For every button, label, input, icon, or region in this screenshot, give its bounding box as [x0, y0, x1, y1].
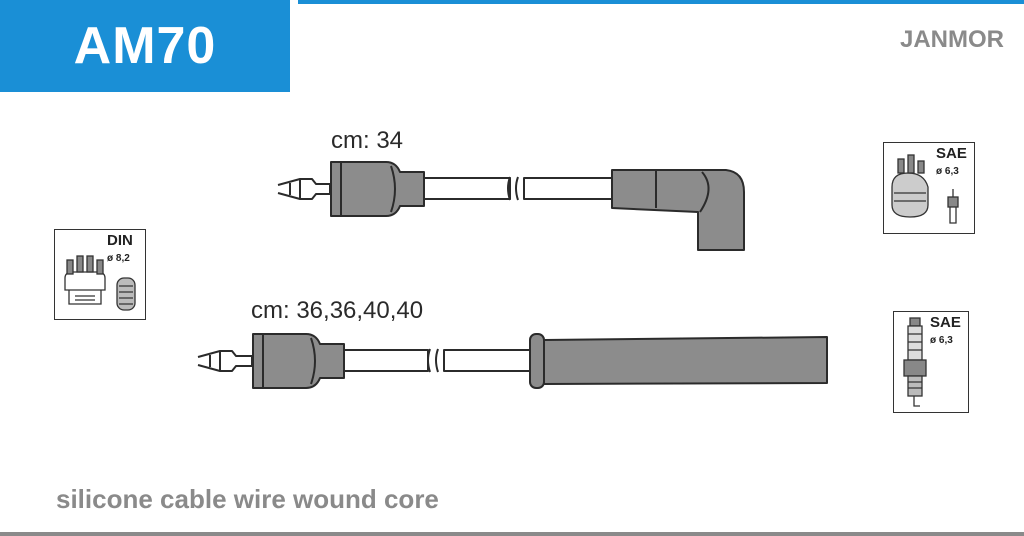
coil-diameter-label: ø 6,3 — [936, 166, 959, 177]
brand-name: JANMOR — [899, 26, 1004, 53]
product-code-banner: AM70 — [0, 0, 290, 92]
coil-standard-label: SAE — [936, 145, 967, 162]
cable-1-length-label: cm: 34 — [331, 127, 404, 154]
cable-2 — [197, 333, 828, 389]
spark-plug-icon — [903, 317, 927, 407]
cable-1-wire — [423, 177, 511, 200]
din-diameter-label: ø 8,2 — [107, 253, 130, 264]
sae-coil-badge: SAE ø 6,3 — [883, 142, 975, 234]
cable-1-boot-right — [611, 169, 745, 251]
distributor-cap-icon — [64, 255, 136, 311]
cable-2-boot-right-collar — [529, 333, 545, 389]
cable-2-boot-right — [543, 336, 828, 385]
cable-1-terminal — [277, 178, 331, 200]
din-standard-label: DIN — [107, 232, 133, 249]
cable-1-boot-left — [330, 161, 342, 217]
cable-2-boot-left — [252, 333, 264, 389]
plug-standard-label: SAE — [930, 314, 961, 331]
top-rule — [298, 0, 1024, 4]
ignition-coil-icon — [891, 154, 959, 224]
cable-2-wire — [343, 349, 429, 372]
sae-spark-plug-badge: SAE ø 6,3 — [893, 311, 969, 413]
cable-1 — [277, 161, 745, 251]
bottom-rule — [0, 532, 1024, 536]
cable-2-length-label: cm: 36,36,40,40 — [251, 297, 424, 324]
plug-diameter-label: ø 6,3 — [930, 335, 953, 346]
product-code: AM70 — [73, 17, 217, 75]
cable-2-terminal — [197, 350, 253, 372]
cable-description: silicone cable wire wound core — [56, 484, 439, 514]
din-distributor-badge: DIN ø 8,2 — [54, 229, 146, 320]
